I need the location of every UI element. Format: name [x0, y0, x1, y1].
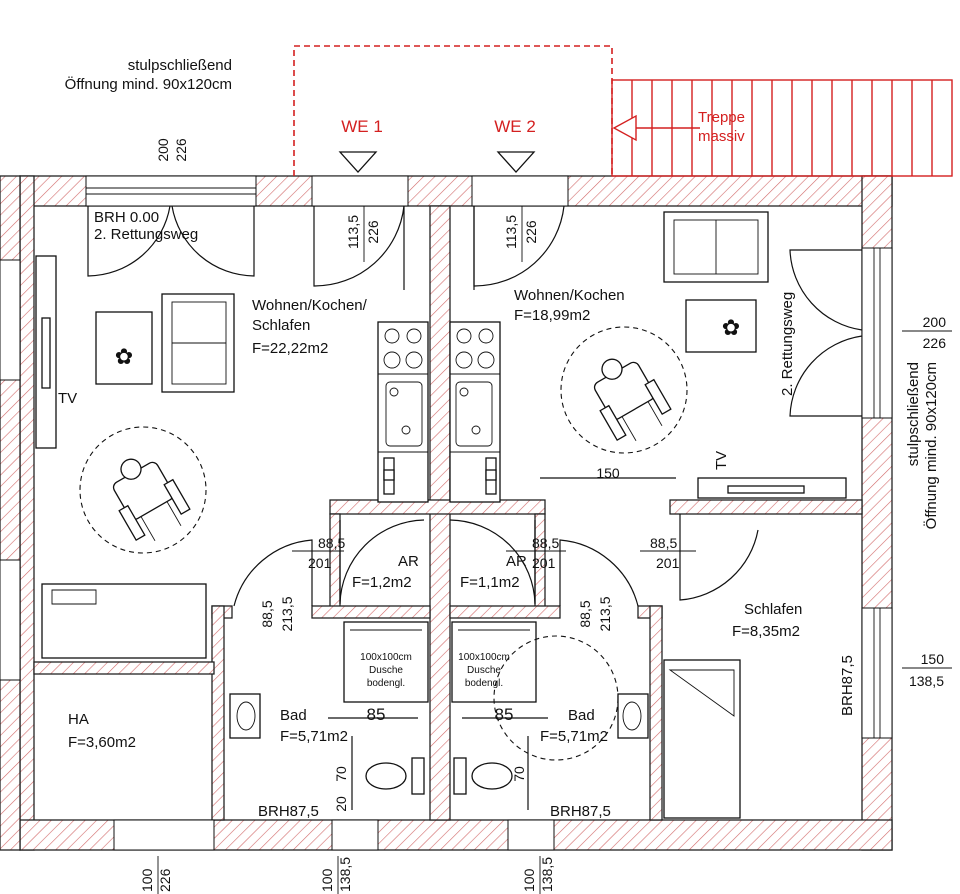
we2-label: WE 2	[494, 117, 536, 136]
dim-bot-b2-b: 138,5	[539, 857, 555, 892]
room-wohnen1-name2: Schlafen	[252, 317, 310, 334]
wheelchair-circle-left	[79, 426, 207, 554]
we1-label: WE 1	[341, 117, 383, 136]
room-bad2-name: Bad	[568, 707, 595, 724]
dim-win-top-b: 226	[173, 138, 189, 162]
room-bad2-area: F=5,71m2	[540, 728, 608, 745]
room-ar1-name: AR	[398, 553, 419, 570]
room-wohnen2-area: F=18,99m2	[514, 307, 590, 324]
shower-right-size: 100x100cm	[458, 652, 510, 663]
dim-150: 150	[596, 465, 620, 481]
wheelchair-circle-right	[560, 326, 688, 454]
dim-ar2-b: 201	[532, 555, 556, 571]
dim-door1-a: 113,5	[345, 215, 361, 249]
dim-win-right-a: 200	[923, 314, 947, 330]
dim-door2-b: 226	[523, 220, 539, 244]
room-bad1-name: Bad	[280, 707, 307, 724]
doors	[87, 205, 863, 607]
dim-bot-b2-a: 100	[521, 868, 537, 892]
dim-bad1-b: 213,5	[279, 596, 295, 631]
dim-ar2-a: 88,5	[532, 535, 559, 551]
room-ar2-name: AR	[506, 553, 527, 570]
labels: stulpschließend Öffnung mind. 90x120cm 2…	[58, 57, 952, 894]
dim-bot-b1-a: 100	[319, 868, 335, 892]
svg-text:✿: ✿	[722, 315, 740, 340]
rescue-left-label: 2. Rettungsweg	[94, 226, 198, 243]
dim-win-right-b: 226	[923, 335, 947, 351]
brh-bad-right-label: BRH87,5	[550, 803, 611, 820]
room-ha-area: F=3,60m2	[68, 734, 136, 751]
shower-right-note: bodengl.	[465, 678, 503, 689]
room-ha-name: HA	[68, 711, 89, 728]
shower-left-size: 100x100cm	[360, 652, 412, 663]
stairs-label-line1: Treppe	[698, 109, 745, 126]
dim-bad1-w: 85	[367, 705, 386, 724]
dim-sch-b: 201	[656, 555, 680, 571]
svg-text:✿: ✿	[115, 344, 133, 369]
kitchen-left	[377, 321, 429, 503]
dim-ar1-b: 201	[308, 555, 332, 571]
openings	[0, 175, 893, 851]
room-wohnen2-name: Wohnen/Kochen	[514, 287, 625, 304]
room-schlafen-area: F=8,35m2	[732, 623, 800, 640]
tv-right-label: TV	[713, 451, 730, 470]
kitchen-right	[449, 321, 501, 503]
room-ar1-area: F=1,2m2	[352, 574, 412, 591]
dim-bot-b1-b: 138,5	[337, 857, 353, 892]
dim-bad2-w: 85	[495, 705, 514, 724]
tv-left-label: TV	[58, 390, 77, 407]
window-note-right-line2: Öffnung mind. 90x120cm	[922, 362, 940, 529]
dim-wc1-b: 20	[333, 796, 349, 812]
dim-win-right2-b: 138,5	[909, 673, 944, 689]
entrance-area	[293, 45, 953, 177]
window-note-top-line2: Öffnung mind. 90x120cm	[65, 75, 232, 93]
room-ar2-area: F=1,1m2	[460, 574, 520, 591]
dim-bad2-a: 88,5	[577, 600, 593, 627]
dim-door1-b: 226	[365, 220, 381, 244]
stairs	[611, 79, 953, 177]
dim-bot-ha-b: 226	[157, 868, 173, 892]
room-bad1-area: F=5,71m2	[280, 728, 348, 745]
dim-win-top-a: 200	[155, 138, 171, 162]
room-wohnen1-area: F=22,22m2	[252, 340, 328, 357]
dim-bot-ha-a: 100	[139, 868, 155, 892]
dim-wc2-a: 70	[511, 766, 527, 782]
window-note-top-line1: stulpschließend	[128, 57, 232, 74]
rescue-right-label: 2. Rettungsweg	[779, 292, 796, 396]
window-note-right-line1: stulpschließend	[905, 362, 922, 466]
shower-left-name: Dusche	[369, 665, 403, 676]
room-wohnen1-name1: Wohnen/Kochen/	[252, 297, 368, 314]
brh-top-label: BRH 0.00	[94, 209, 159, 226]
dim-sch-a: 88,5	[650, 535, 677, 551]
brh-bad-left-label: BRH87,5	[258, 803, 319, 820]
dim-win-right2-a: 150	[921, 651, 945, 667]
dim-door2-a: 113,5	[503, 215, 519, 249]
room-schlafen-name: Schlafen	[744, 601, 802, 618]
shower-right-name: Dusche	[467, 665, 501, 676]
dim-bad2-b: 213,5	[597, 596, 613, 631]
shower-left-note: bodengl.	[367, 678, 405, 689]
dim-wc1-a: 70	[333, 766, 349, 782]
stairs-label-line2: massiv	[698, 128, 745, 145]
dim-ar1-a: 88,5	[318, 535, 345, 551]
furniture: ✿ ✿	[35, 211, 847, 819]
dim-bad1-a: 88,5	[259, 600, 275, 627]
brh-right-label: BRH87,5	[839, 655, 856, 716]
